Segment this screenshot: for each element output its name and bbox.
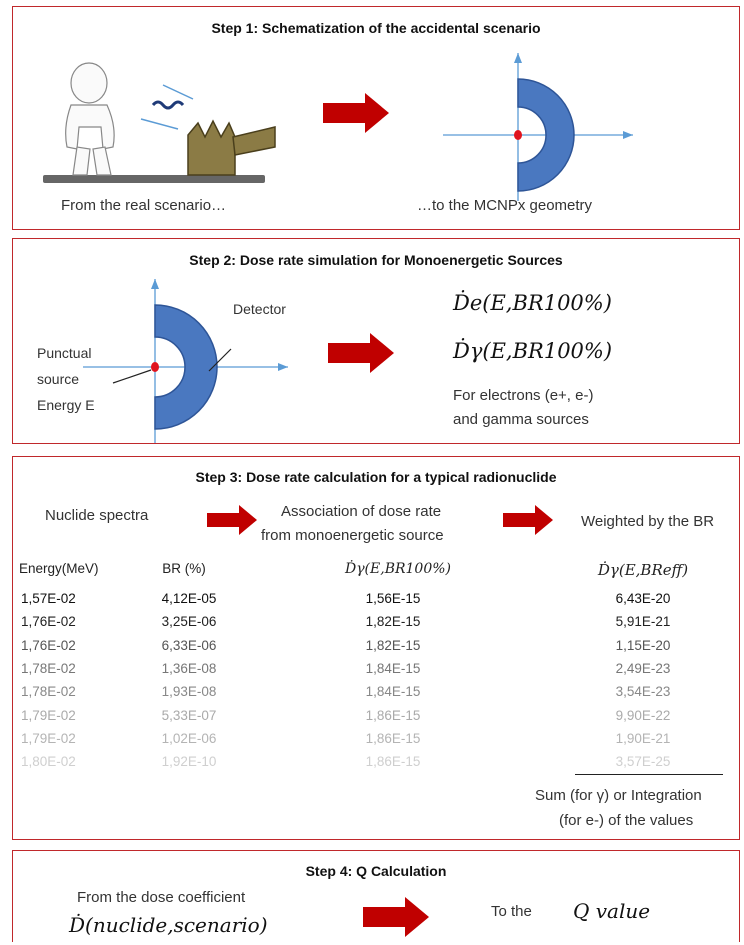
step4-right-text: To the [491, 903, 532, 920]
table-cell: 5,91E-21 [615, 614, 671, 630]
step3-title: Step 3: Dose rate calculation for a typi… [195, 469, 557, 485]
flow-arrow-1 [207, 505, 257, 535]
sum-divider [575, 774, 723, 775]
table-cell: 2,49E-23 [615, 660, 671, 676]
step1-left-caption: From the real scenario… [61, 197, 227, 214]
table-cell: 9,90E-22 [615, 707, 671, 723]
table-cell: 1,79E-02 [21, 707, 76, 723]
table-cell: 1,79E-02 [21, 730, 76, 746]
table-cell: 3,57E-25 [615, 754, 671, 770]
col-header-dose-eff: Ḋγ(E,BReff) [597, 561, 689, 579]
table-cell: 1,84E-15 [365, 660, 421, 676]
step4-panel: Step 4: Q Calculation From the dose coef… [12, 850, 740, 942]
table-cell: 1,80E-02 [21, 754, 76, 770]
table-cell: 6,33E-06 [161, 637, 217, 653]
step4-left-text: From the dose coefficient [77, 889, 246, 906]
table-cell: 1,86E-15 [365, 754, 421, 770]
table-cell: 3,25E-06 [161, 614, 217, 630]
source-label-line3: Energy E [37, 397, 95, 413]
step2-panel: Step 2: Dose rate simulation for Monoene… [12, 238, 740, 444]
table-cell: 1,90E-21 [615, 730, 671, 746]
table-cell: 1,93E-08 [161, 684, 217, 700]
sum-note-line2: (for e-) of the values [559, 812, 694, 829]
col-header-dose-100: Ḋγ(E,BR100%) [344, 561, 452, 577]
step2-note-line2: and gamma sources [453, 411, 589, 428]
detector-geometry [83, 279, 288, 443]
source-label-line1: Punctual [37, 345, 92, 361]
table-cell: 3,54E-23 [615, 684, 671, 700]
step1-arrow [323, 93, 389, 133]
table-cell: 1,02E-06 [161, 730, 217, 746]
table-cell: 1,76E-02 [21, 614, 76, 630]
step4-arrow [363, 897, 429, 937]
formula-gamma: Ḋγ(E,BR100%) [453, 339, 613, 363]
flow-association-line1: Association of dose rate [281, 503, 442, 520]
step1-title: Step 1: Schematization of the accidental… [211, 20, 541, 36]
col-header-energy: Energy(MeV) [19, 561, 99, 576]
table-cell: 1,15E-20 [615, 637, 671, 653]
table-cell: 1,82E-15 [365, 614, 421, 630]
table-cell: 1,82E-15 [365, 637, 421, 653]
detector-label: Detector [233, 301, 286, 317]
table-cell: 1,76E-02 [21, 637, 76, 653]
flow-nuclide-spectra: Nuclide spectra [45, 507, 149, 524]
table-cell: 1,84E-15 [365, 684, 421, 700]
mcnpx-geometry [443, 53, 633, 201]
flow-weighted: Weighted by the BR [581, 513, 715, 530]
table-cell: 1,78E-02 [21, 684, 76, 700]
step2-note-line1: For electrons (e+, e-) [453, 387, 594, 404]
table-cell: 1,86E-15 [365, 707, 421, 723]
step1-panel: Step 1: Schematization of the accidental… [12, 6, 740, 230]
real-scenario-illustration [43, 62, 276, 183]
flow-association-line2: from monoenergetic source [261, 527, 444, 544]
step2-title: Step 2: Dose rate simulation for Monoene… [189, 252, 563, 268]
table-cell: 5,33E-07 [161, 707, 217, 723]
table-cell: 6,43E-20 [615, 591, 671, 606]
table-cell: 1,78E-02 [21, 660, 76, 676]
step2-arrow [328, 333, 394, 373]
table-cell: 1,56E-15 [365, 591, 421, 606]
table-cell: 1,57E-02 [21, 591, 76, 606]
table-cell: 1,92E-10 [161, 754, 217, 770]
flow-arrow-2 [503, 505, 553, 535]
step4-left-formula: Ḋ(nuclide,scenario) [69, 913, 268, 937]
step4-title: Step 4: Q Calculation [305, 863, 447, 879]
sum-note-line1: Sum (for γ) or Integration [535, 787, 702, 804]
table-cell: 1,86E-15 [365, 730, 421, 746]
step3-panel: Step 3: Dose rate calculation for a typi… [12, 456, 740, 840]
step4-right-formula: Q value [573, 899, 651, 923]
source-label-line2: source [37, 371, 80, 387]
table-cell: 1,36E-08 [161, 660, 217, 676]
col-header-br: BR (%) [162, 561, 206, 576]
formula-electron: Ḋe(E,BR100%) [453, 291, 612, 315]
table-cell: 4,12E-05 [161, 591, 217, 606]
step1-right-caption: …to the MCNPx geometry [417, 197, 593, 214]
